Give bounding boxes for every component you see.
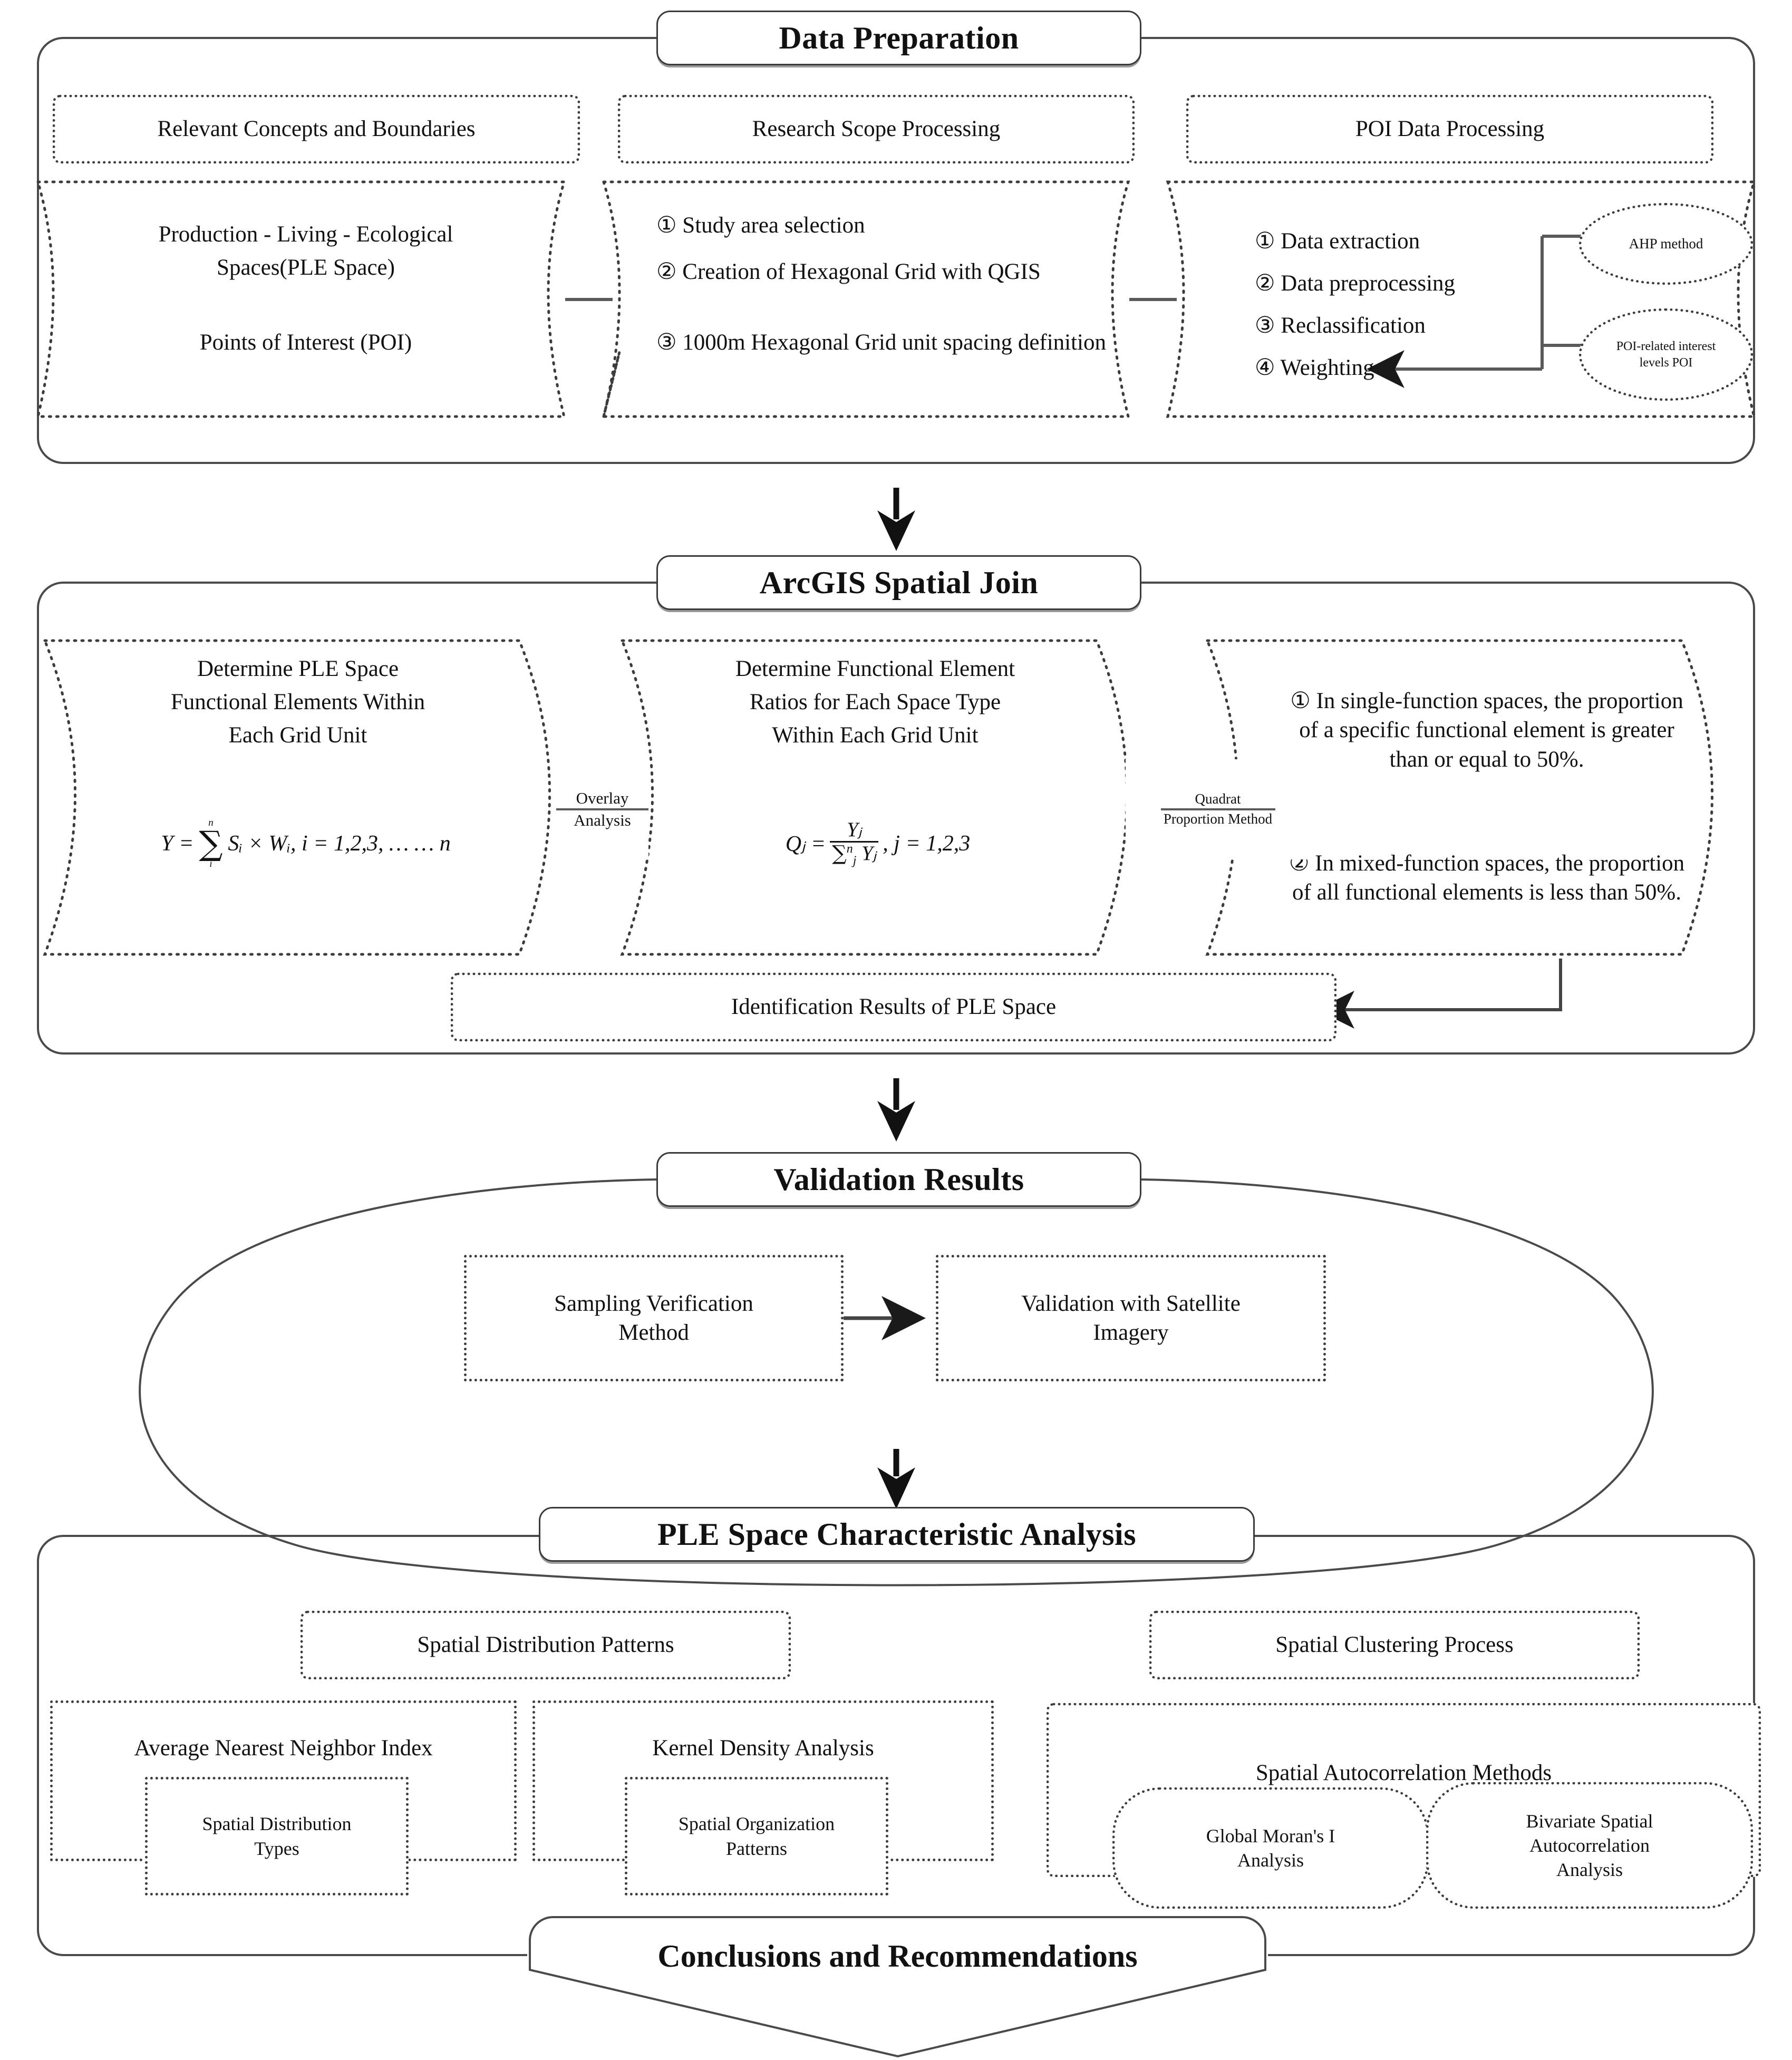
box-sampling-verification: Sampling Verification Method <box>464 1255 844 1381</box>
proportion-method-label: Proportion Method <box>1163 811 1273 827</box>
section-header-characteristic-analysis: PLE Space Characteristic Analysis <box>539 1507 1255 1562</box>
bubble-poi-interest-levels: POI-related interest levels POI <box>1579 308 1753 401</box>
arcgis-right-rule-1: ① In single-function spaces, the proport… <box>1290 689 1683 772</box>
text-ple-space-line1: Production - Living - Ecological <box>158 222 453 247</box>
arcgis-left-line3: Each Grid Unit <box>228 723 367 748</box>
sdt-line1: Spatial Distribution <box>202 1813 352 1835</box>
research-scope-item-3: ③ 1000m Hexagonal Grid unit spacing defi… <box>656 330 1107 355</box>
research-scope-item-2: ② Creation of Hexagonal Grid with QGIS <box>656 259 1041 285</box>
kernel-label: Kernel Density Analysis <box>652 1736 874 1761</box>
box-spatial-organization-patterns: Spatial Organization Patterns <box>625 1777 888 1895</box>
arcgis-left-line2: Functional Elements Within <box>170 690 425 715</box>
sop-line1: Spatial Organization <box>678 1813 835 1835</box>
connector-label-overlay-analysis: Overlay Analysis <box>556 759 648 859</box>
moran-line1: Global Moran's I <box>1206 1825 1335 1846</box>
sum-lower-limit: i <box>209 858 212 869</box>
bivar-line1: Bivariate Spatial <box>1526 1810 1653 1832</box>
moran-line2: Analysis <box>1237 1850 1304 1871</box>
denominator-sub: j <box>853 854 857 868</box>
arrow-arcgis-to-validation <box>877 1078 915 1142</box>
arcgis-middle-line1: Determine Functional Element <box>735 656 1015 682</box>
formula-left-tail: Sᵢ × Wᵢ, i = 1,2,3, … … n <box>228 831 451 856</box>
quadrat-label: Quadrat <box>1195 791 1241 807</box>
section-header-validation-results: Validation Results <box>656 1152 1141 1207</box>
arrow-validation-to-characteristic <box>877 1449 915 1509</box>
fraction-denominator: ∑nj Yⱼ <box>830 841 878 868</box>
sampling-line1: Sampling Verification <box>554 1291 753 1316</box>
box-relevant-concepts: Relevant Concepts and Boundaries <box>53 95 580 163</box>
bubble-ahp-method: AHP method <box>1579 203 1753 285</box>
bivar-line3: Analysis <box>1556 1859 1623 1881</box>
poi-item-1: ① Data extraction <box>1255 229 1420 254</box>
bubble-poi-line2: levels POI <box>1639 355 1693 370</box>
box-spatial-distribution-patterns: Spatial Distribution Patterns <box>301 1611 791 1679</box>
box-global-morans-i: Global Moran's I Analysis <box>1112 1787 1429 1909</box>
formula-functional-ratios: Qⱼ = Yⱼ ∑nj Yⱼ , j = 1,2,3 <box>670 807 1086 881</box>
denominator-sup: n <box>846 842 853 856</box>
formula-functional-elements: Y = n ∑ i Sᵢ × Wᵢ, i = 1,2,3, … … n <box>95 812 517 875</box>
arcgis-left-line1: Determine PLE Space <box>197 656 399 682</box>
arcgis-middle-line3: Within Each Grid Unit <box>772 723 979 748</box>
research-scope-item-1: ① Study area selection <box>656 213 865 238</box>
text-ple-space-line2: Spaces(PLE Space) <box>217 255 395 281</box>
bubble-poi-line1: POI-related interest <box>1616 339 1716 353</box>
overlay-label: Overlay <box>576 788 629 807</box>
sdt-line2: Types <box>254 1837 299 1859</box>
section-header-data-preparation: Data Preparation <box>656 11 1141 65</box>
bivar-line2: Autocorrelation <box>1529 1834 1650 1856</box>
formula-middle-head: Qⱼ = <box>785 832 826 856</box>
satellite-line2: Imagery <box>1093 1320 1169 1345</box>
box-spatial-clustering-process: Spatial Clustering Process <box>1149 1611 1640 1679</box>
formula-middle-tail: , j = 1,2,3 <box>883 831 971 856</box>
box-research-scope: Research Scope Processing <box>618 95 1135 163</box>
denominator-sum-sign: ∑ <box>832 841 847 865</box>
box-identification-results: Identification Results of PLE Space <box>451 973 1336 1041</box>
arcgis-middle-line2: Ratios for Each Space Type <box>749 690 1001 715</box>
denominator-term: Yⱼ <box>861 842 877 865</box>
sampling-line2: Method <box>618 1320 689 1345</box>
conclusions-title: Conclusions and Recommendations <box>657 1938 1138 1974</box>
sop-line2: Patterns <box>726 1837 787 1859</box>
arrow-prep-to-arcgis <box>877 488 915 551</box>
box-validation-satellite: Validation with Satellite Imagery <box>936 1255 1326 1381</box>
analysis-label: Analysis <box>574 811 631 829</box>
summation-sign: ∑ <box>199 824 223 863</box>
text-points-of-interest: Points of Interest (POI) <box>199 330 412 355</box>
poi-item-3: ③ Reclassification <box>1255 313 1426 339</box>
poi-item-2: ② Data preprocessing <box>1255 271 1456 296</box>
section-header-arcgis-spatial-join: ArcGIS Spatial Join <box>656 555 1141 610</box>
formula-left-head: Y = <box>161 831 194 856</box>
box-poi-data-processing: POI Data Processing <box>1186 95 1713 163</box>
connector-label-quadrat-proportion: Quadrat Proportion Method <box>1126 759 1310 859</box>
satellite-line1: Validation with Satellite <box>1021 1291 1241 1316</box>
box-bivariate-spatial-autocorrelation: Bivariate Spatial Autocorrelation Analys… <box>1426 1782 1753 1909</box>
fraction-numerator: Yⱼ <box>847 819 862 842</box>
ann-label: Average Nearest Neighbor Index <box>134 1736 433 1761</box>
arcgis-right-rule-2: ② In mixed-function spaces, the proporti… <box>1289 850 1685 905</box>
box-spatial-distribution-types: Spatial Distribution Types <box>145 1777 409 1895</box>
poi-item-4: ④ Weighting <box>1255 355 1374 381</box>
